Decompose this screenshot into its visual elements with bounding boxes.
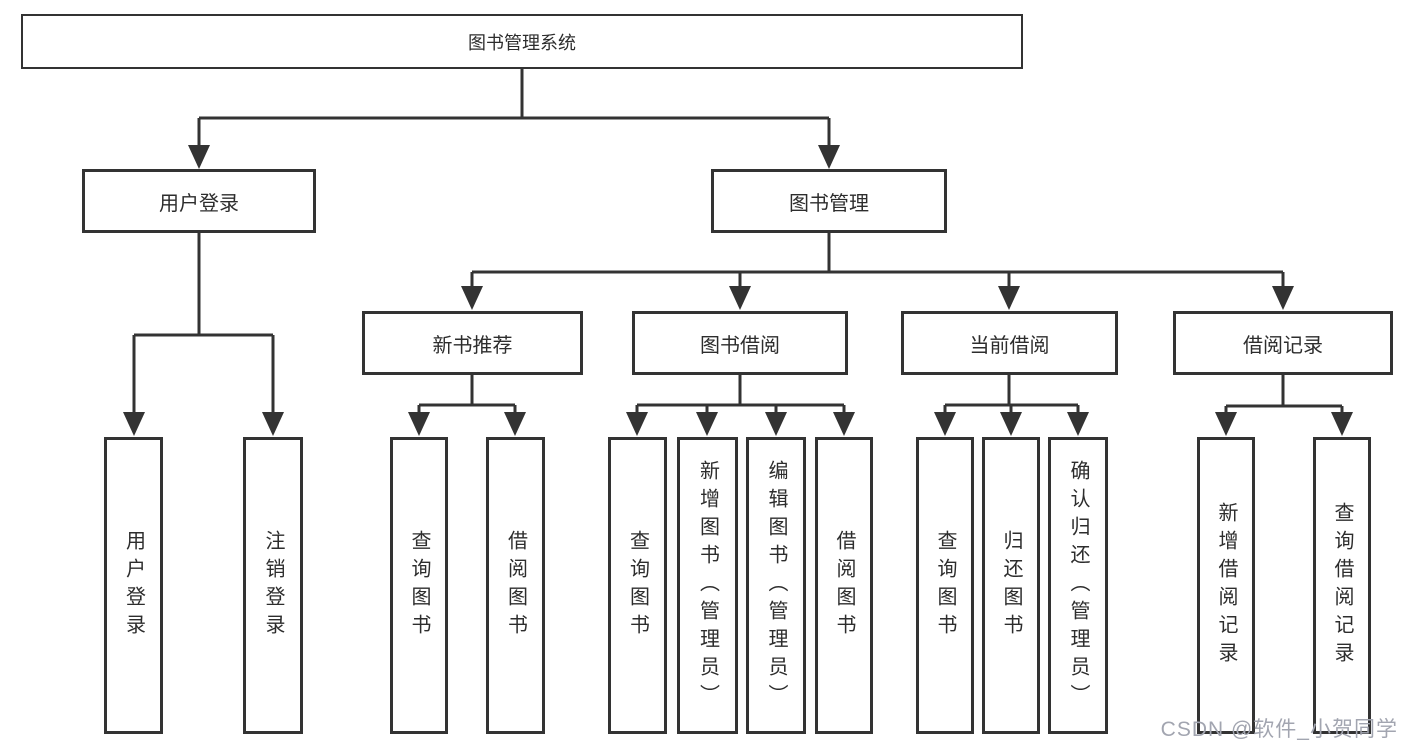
leaf-query-borrow-record: 查询借阅记录 <box>1313 437 1371 734</box>
node-group-current-borrow-label: 当前借阅 <box>969 334 1050 357</box>
leaf-current-query-books: 查询图书 <box>916 437 974 734</box>
leaf-logout: 注销登录 <box>243 437 303 734</box>
node-system-root-label: 图书管理系统 <box>468 32 576 53</box>
leaf-confirm-return-admin: 确认归还（管理员） <box>1048 437 1108 734</box>
node-group-borrow-records: 借阅记录 <box>1173 311 1393 375</box>
leaf-add-borrow-record-label: 新增借阅记录 <box>1215 501 1237 670</box>
node-group-book-borrow-label: 图书借阅 <box>700 334 780 357</box>
leaf-borrow-books: 借阅图书 <box>815 437 873 734</box>
leaf-recommend-borrow-books: 借阅图书 <box>486 437 545 734</box>
node-group-current-borrow: 当前借阅 <box>901 311 1118 375</box>
leaf-edit-book-admin-label: 编辑图书（管理员） <box>765 459 787 712</box>
leaf-recommend-query-books-label: 查询图书 <box>408 529 430 642</box>
leaf-recommend-query-books: 查询图书 <box>390 437 448 734</box>
node-book-management-label: 图书管理 <box>789 192 869 215</box>
leaf-return-books: 归还图书 <box>982 437 1040 734</box>
leaf-return-books-label: 归还图书 <box>1000 529 1022 642</box>
connector-borrow-to-leaves <box>626 375 855 436</box>
node-group-book-borrow: 图书借阅 <box>632 311 848 375</box>
leaf-confirm-return-admin-label: 确认归还（管理员） <box>1067 459 1089 712</box>
connector-management-to-groups <box>461 233 1294 310</box>
connector-login-to-leaves <box>123 233 284 436</box>
leaf-query-borrow-record-label: 查询借阅记录 <box>1331 501 1353 670</box>
connector-records-to-leaves <box>1215 375 1353 436</box>
leaf-user-login-label: 用户登录 <box>122 529 145 642</box>
leaf-borrow-query-books: 查询图书 <box>608 437 667 734</box>
node-user-login: 用户登录 <box>82 169 316 233</box>
node-book-management: 图书管理 <box>711 169 947 233</box>
leaf-user-login: 用户登录 <box>104 437 163 734</box>
watermark: CSDN @软件_小贺同学 <box>1160 718 1398 741</box>
leaf-edit-book-admin: 编辑图书（管理员） <box>746 437 806 734</box>
node-group-borrow-records-label: 借阅记录 <box>1243 334 1323 357</box>
connector-recommend-to-leaves <box>408 375 526 436</box>
connector-current-to-leaves <box>934 375 1089 436</box>
node-user-login-label: 用户登录 <box>159 192 239 215</box>
node-group-new-book-recommend: 新书推荐 <box>362 311 583 375</box>
leaf-current-query-books-label: 查询图书 <box>934 529 956 642</box>
leaf-add-book-admin-label: 新增图书（管理员） <box>696 459 719 712</box>
leaf-add-book-admin: 新增图书（管理员） <box>677 437 738 734</box>
leaf-add-borrow-record: 新增借阅记录 <box>1197 437 1255 734</box>
node-system-root: 图书管理系统 <box>21 14 1023 69</box>
leaf-logout-label: 注销登录 <box>262 529 284 642</box>
connector-root-to-level2 <box>188 69 840 169</box>
leaf-recommend-borrow-books-label: 借阅图书 <box>504 529 527 642</box>
leaf-borrow-books-label: 借阅图书 <box>833 529 855 642</box>
leaf-borrow-query-books-label: 查询图书 <box>626 529 649 642</box>
node-group-new-book-recommend-label: 新书推荐 <box>432 334 513 357</box>
